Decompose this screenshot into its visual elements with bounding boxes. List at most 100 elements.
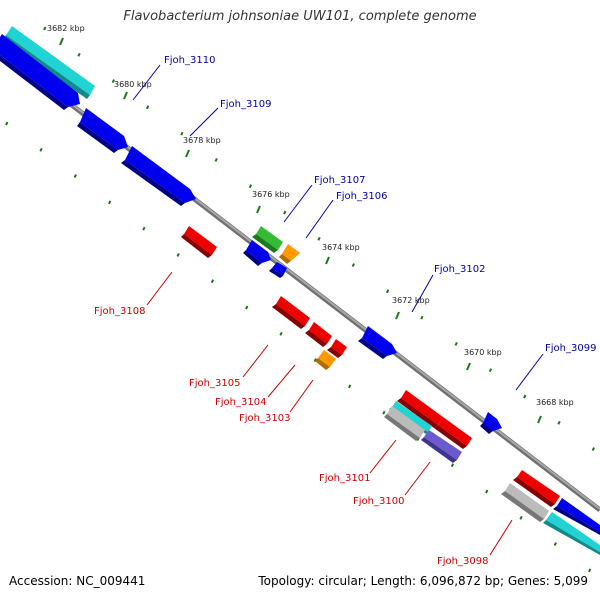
minor-tick-outer-12 bbox=[454, 341, 458, 346]
gene-red-3101a[interactable] bbox=[397, 390, 443, 428]
gene-red-small[interactable] bbox=[327, 339, 347, 358]
label-fjoh-3100[interactable]: Fjoh_3100 bbox=[353, 496, 404, 507]
scale-label-3668: 3668 kbp bbox=[536, 398, 574, 407]
minor-tick-inner-11 bbox=[382, 410, 386, 415]
scale-label-3674: 3674 kbp bbox=[322, 243, 360, 252]
minor-tick-outer-10 bbox=[385, 289, 390, 294]
gene-fjoh-3109[interactable] bbox=[121, 146, 196, 206]
minor-tick-outer-3 bbox=[145, 105, 150, 110]
minor-tick-inner-15 bbox=[519, 515, 523, 520]
label-fjoh-3106[interactable]: Fjoh_3106 bbox=[336, 191, 387, 202]
minor-tick-inner-16 bbox=[553, 542, 557, 547]
minor-tick-outer-11 bbox=[420, 315, 424, 320]
major-tick-3680 bbox=[123, 91, 128, 100]
minor-tick-inner-3 bbox=[107, 200, 112, 205]
leader-fjoh-3107 bbox=[283, 184, 313, 223]
label-fjoh-3105[interactable]: Fjoh_3105 bbox=[189, 378, 240, 389]
leader-fjoh-3106 bbox=[305, 199, 334, 239]
label-fjoh-3103[interactable]: Fjoh_3103 bbox=[239, 413, 290, 424]
minor-tick-inner-13 bbox=[450, 463, 455, 468]
scale-labels: 3682 kbp 3680 kbp 3678 kbp 3676 kbp 3674… bbox=[47, 24, 574, 424]
gene-labels: Fjoh_3110 Fjoh_3109 Fjoh_3107 Fjoh_3106 … bbox=[94, 55, 596, 567]
gene-blue-1[interactable] bbox=[0, 34, 80, 110]
gene-red-3098[interactable] bbox=[513, 470, 560, 507]
label-fjoh-3108[interactable]: Fjoh_3108 bbox=[94, 306, 145, 317]
minor-tick-inner-1 bbox=[39, 147, 43, 152]
label-fjoh-3109[interactable]: Fjoh_3109 bbox=[220, 99, 271, 110]
label-fjoh-3107[interactable]: Fjoh_3107 bbox=[314, 175, 365, 186]
minor-tick-inner-2 bbox=[73, 174, 77, 179]
minor-tick-outer-1 bbox=[77, 52, 81, 57]
label-fjoh-3110[interactable]: Fjoh_3110 bbox=[164, 55, 215, 66]
major-tick-3678 bbox=[185, 149, 190, 158]
minor-tick-outer-2 bbox=[111, 79, 115, 84]
label-fjoh-3102[interactable]: Fjoh_3102 bbox=[434, 264, 485, 275]
gene-fjoh-3100[interactable] bbox=[421, 430, 462, 463]
gene-red-3101b[interactable] bbox=[434, 417, 472, 449]
minor-tick-inner-6 bbox=[210, 279, 215, 284]
major-tick-3676 bbox=[256, 205, 261, 214]
major-tick-3668 bbox=[537, 415, 542, 424]
gene-fjoh-3102[interactable] bbox=[358, 326, 397, 359]
minor-tick-inner-4 bbox=[142, 226, 146, 231]
minor-tick-outer-6 bbox=[248, 184, 253, 189]
gene-fjoh-3105[interactable] bbox=[272, 296, 310, 329]
gene-blue-3[interactable] bbox=[243, 240, 271, 266]
scale-label-3670: 3670 kbp bbox=[464, 348, 502, 357]
map-title: Flavobacterium johnsoniae UW101, complet… bbox=[123, 9, 477, 24]
scale-label-3682: 3682 kbp bbox=[47, 24, 85, 33]
scale-label-3676: 3676 kbp bbox=[252, 190, 290, 199]
leader-fjoh-3108 bbox=[146, 271, 173, 306]
forward-strand-genes bbox=[0, 26, 502, 434]
tick-row-inner bbox=[5, 121, 592, 573]
topology-summary: Topology: circular; Length: 6,096,872 bp… bbox=[258, 574, 588, 588]
minor-tick-outer-0 bbox=[43, 26, 47, 31]
label-leaders bbox=[132, 64, 544, 556]
tick-row-outer bbox=[43, 26, 595, 452]
leader-fjoh-3104 bbox=[267, 364, 296, 398]
gene-fjoh-3101[interactable] bbox=[384, 406, 425, 441]
minor-tick-inner-17 bbox=[587, 568, 592, 573]
minor-tick-outer-5 bbox=[214, 157, 218, 162]
minor-tick-inner-8 bbox=[279, 331, 283, 336]
minor-tick-outer-16 bbox=[591, 447, 595, 452]
gene-fjoh-3110[interactable] bbox=[3, 26, 95, 99]
scale-label-3678: 3678 kbp bbox=[183, 136, 221, 145]
gene-blue-4[interactable] bbox=[269, 262, 287, 278]
gene-fjoh-3108[interactable] bbox=[181, 226, 217, 258]
label-fjoh-3101[interactable]: Fjoh_3101 bbox=[319, 473, 370, 484]
leader-fjoh-3109 bbox=[189, 107, 219, 137]
gene-fjoh-3099[interactable] bbox=[480, 412, 502, 434]
gene-fjoh-3103[interactable] bbox=[315, 350, 336, 370]
label-fjoh-3104[interactable]: Fjoh_3104 bbox=[215, 397, 266, 408]
minor-tick-outer-8 bbox=[317, 236, 321, 241]
minor-tick-outer-9 bbox=[351, 263, 355, 268]
gene-fjoh-3098[interactable] bbox=[501, 483, 549, 522]
scale-label-3680: 3680 kbp bbox=[114, 80, 152, 89]
minor-tick-outer-14 bbox=[523, 394, 527, 399]
leader-fjoh-3110 bbox=[132, 64, 161, 101]
leader-fjoh-3103 bbox=[289, 379, 314, 413]
leader-fjoh-3105 bbox=[242, 344, 269, 378]
major-tick-3670 bbox=[466, 362, 471, 371]
gene-fjoh-3107[interactable] bbox=[252, 226, 283, 253]
minor-tick-inner-7 bbox=[245, 305, 249, 310]
gene-blue-edge[interactable] bbox=[553, 498, 600, 535]
minor-tick-inner-14 bbox=[485, 489, 489, 494]
gene-cyan-3098[interactable] bbox=[543, 512, 600, 555]
scale-label-3672: 3672 kbp bbox=[392, 296, 430, 305]
major-tick-3672 bbox=[395, 311, 400, 320]
reverse-strand-genes bbox=[181, 226, 600, 555]
leader-fjoh-3100 bbox=[404, 461, 431, 496]
minor-tick-outer-13 bbox=[488, 368, 493, 373]
gene-fjoh-3104[interactable] bbox=[305, 322, 332, 347]
minor-tick-outer-15 bbox=[557, 420, 561, 425]
label-fjoh-3098[interactable]: Fjoh_3098 bbox=[437, 556, 488, 567]
leader-fjoh-3098 bbox=[489, 519, 513, 556]
gene-fjoh-3106[interactable] bbox=[279, 244, 300, 264]
label-fjoh-3099[interactable]: Fjoh_3099 bbox=[545, 343, 596, 354]
minor-tick-inner-0 bbox=[5, 121, 9, 126]
gene-blue-2[interactable] bbox=[77, 108, 128, 153]
